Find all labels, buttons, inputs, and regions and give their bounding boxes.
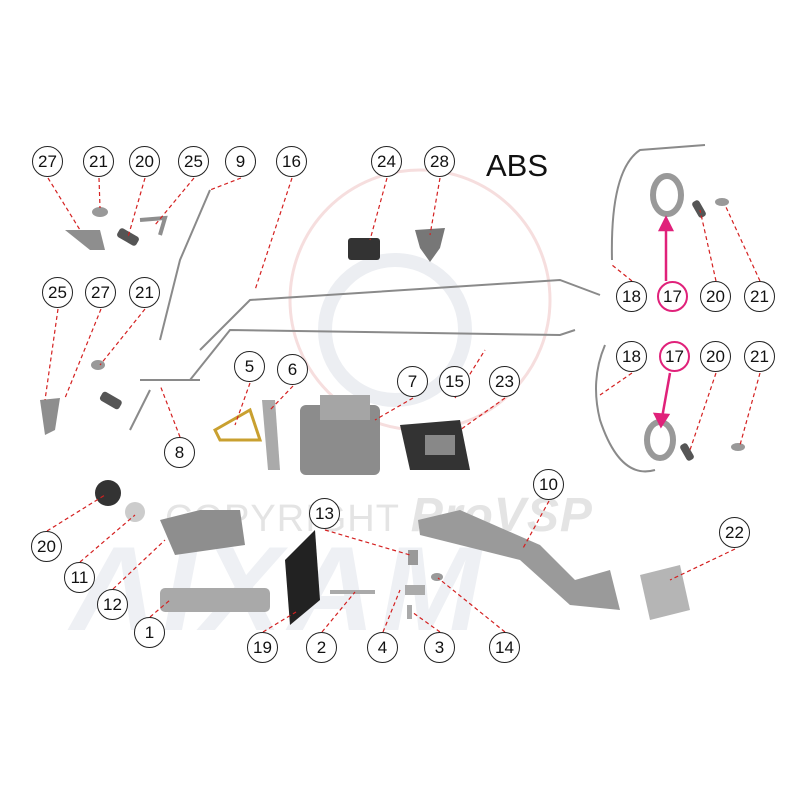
callout-19: 19 bbox=[247, 632, 278, 663]
callout-25: 25 bbox=[178, 146, 209, 177]
callout-6: 6 bbox=[277, 354, 308, 385]
callout-18: 18 bbox=[616, 281, 647, 312]
callout-27: 27 bbox=[32, 146, 63, 177]
callout-4: 4 bbox=[367, 632, 398, 663]
callout-25: 25 bbox=[42, 277, 73, 308]
callout-2: 2 bbox=[306, 632, 337, 663]
callout-18: 18 bbox=[616, 341, 647, 372]
callout-20: 20 bbox=[700, 341, 731, 372]
callout-21: 21 bbox=[83, 146, 114, 177]
callout-12: 12 bbox=[97, 589, 128, 620]
callout-21: 21 bbox=[744, 281, 775, 312]
callout-1: 1 bbox=[134, 617, 165, 648]
parts bbox=[40, 173, 745, 625]
callout-5: 5 bbox=[234, 351, 265, 382]
callout-11: 11 bbox=[64, 562, 95, 593]
callout-23: 23 bbox=[489, 366, 520, 397]
brake-lines bbox=[129, 144, 706, 473]
callout-9: 9 bbox=[225, 146, 256, 177]
callout-28: 28 bbox=[424, 146, 455, 177]
callout-13: 13 bbox=[309, 498, 340, 529]
callout-7: 7 bbox=[397, 366, 428, 397]
callout-8: 8 bbox=[164, 437, 195, 468]
callout-16: 16 bbox=[276, 146, 307, 177]
callout-20: 20 bbox=[31, 531, 62, 562]
callout-3: 3 bbox=[424, 632, 455, 663]
abs-title: ABS bbox=[486, 148, 549, 183]
logo-inner bbox=[318, 253, 472, 407]
callout-15: 15 bbox=[439, 366, 470, 397]
callout-22: 22 bbox=[719, 517, 750, 548]
callout-10: 10 bbox=[533, 469, 564, 500]
callout-17-highlighted: 17 bbox=[659, 341, 690, 372]
callout-20: 20 bbox=[129, 146, 160, 177]
callout-17-highlighted: 17 bbox=[657, 281, 688, 312]
callout-27: 27 bbox=[85, 277, 116, 308]
callout-21: 21 bbox=[129, 277, 160, 308]
leader-lines bbox=[44, 177, 761, 633]
callout-24: 24 bbox=[371, 146, 402, 177]
callout-21: 21 bbox=[744, 341, 775, 372]
callout-20: 20 bbox=[700, 281, 731, 312]
callout-14: 14 bbox=[489, 632, 520, 663]
highlight-arrows bbox=[652, 215, 675, 429]
